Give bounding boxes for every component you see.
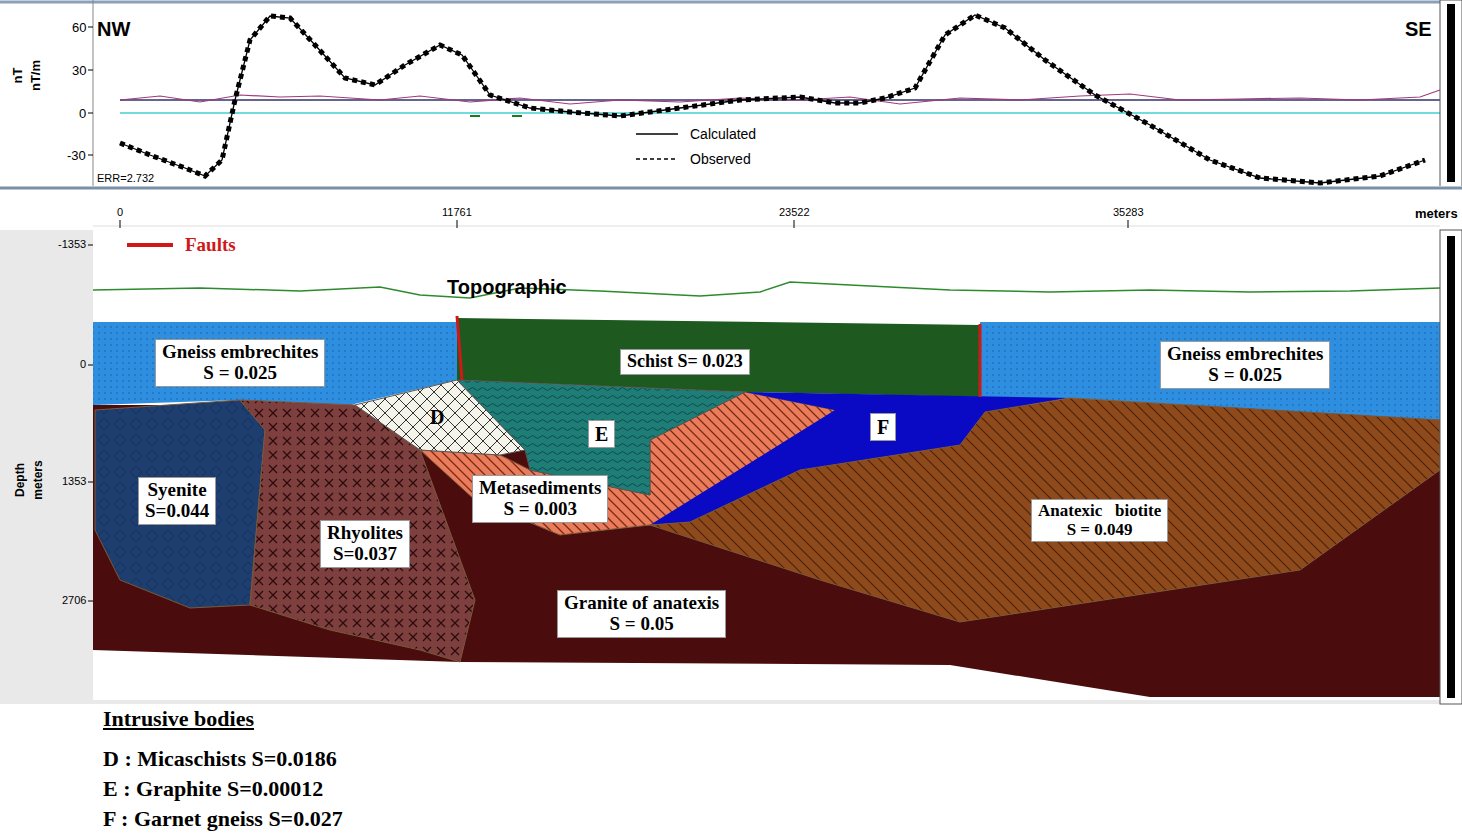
note-text: F : Garnet gneiss S=0.027	[103, 806, 343, 832]
legend-row: Faults	[127, 234, 236, 256]
axis-label: 0	[80, 358, 86, 370]
note-text: Intrusive bodies	[103, 706, 254, 732]
unit-text: Granite of anatexis	[564, 593, 719, 614]
axis-label: nT	[10, 68, 25, 84]
rock-unit-label: SyeniteS=0.044	[138, 477, 216, 525]
axis-label: 23522	[779, 206, 810, 218]
legend-text: Observed	[690, 151, 751, 167]
rock-unit-label: Granite of anatexisS = 0.05	[557, 590, 726, 638]
legend-row: Observed	[636, 151, 751, 167]
axis-label: -30	[67, 148, 86, 163]
unit-text: S = 0.05	[564, 614, 719, 635]
unit-text: S=0.044	[145, 501, 209, 522]
legend-line-sample	[636, 153, 678, 165]
legend-line-sample	[636, 128, 678, 140]
rock-unit-label: Schist S= 0.023	[620, 349, 750, 375]
axis-label: 0	[79, 106, 86, 121]
axis-label: 2706	[62, 594, 86, 606]
unit-text: S = 0.025	[162, 363, 318, 384]
legend-row: Calculated	[636, 126, 756, 142]
legend-text: Faults	[185, 234, 236, 256]
rock-unit-label: Anatexic biotiteS = 0.049	[1031, 499, 1168, 542]
unit-text: S = 0.003	[479, 499, 601, 520]
axis-label: Depth	[13, 463, 27, 497]
unit-text: Metasediments	[479, 478, 601, 499]
axis-label: 0	[117, 206, 123, 218]
axis-label: meters	[1415, 206, 1458, 221]
rock-unit-label: F	[870, 413, 896, 441]
rock-unit-label: MetasedimentsS = 0.003	[472, 475, 608, 523]
unit-text: Rhyolites	[327, 523, 403, 544]
axis-label: 35283	[1113, 206, 1144, 218]
axis-label: meters	[31, 460, 45, 499]
unit-text: Gneiss embrechites	[1167, 344, 1323, 365]
rock-unit-label: RhyolitesS=0.037	[320, 520, 410, 568]
legend-line-sample	[127, 239, 173, 251]
rock-unit-label: E	[588, 420, 615, 448]
legend-text: Calculated	[690, 126, 756, 142]
rock-unit-label: D	[430, 406, 444, 428]
unit-text: Gneiss embrechites	[162, 342, 318, 363]
note-text: Topographic	[447, 276, 567, 299]
unit-text: Schist S= 0.023	[627, 352, 743, 372]
unit-text: S = 0.025	[1167, 365, 1323, 386]
axis-label: NW	[97, 18, 130, 41]
unit-text: D	[430, 406, 444, 428]
rock-unit-label: Gneiss embrechitesS = 0.025	[155, 339, 325, 387]
unit-text: Anatexic biotite	[1038, 502, 1161, 521]
axis-label: 60	[72, 20, 86, 35]
unit-text: E	[595, 423, 608, 445]
axis-label: 11761	[442, 206, 472, 218]
rock-unit-label: Gneiss embrechitesS = 0.025	[1160, 341, 1330, 389]
note-text: E : Graphite S=0.00012	[103, 776, 323, 802]
note-text: D : Micaschists S=0.0186	[103, 746, 337, 772]
unit-text: Syenite	[145, 480, 209, 501]
axis-label: 1353	[62, 475, 86, 487]
axis-label: SE	[1405, 18, 1432, 41]
axis-label: ERR=2.732	[97, 172, 154, 184]
unit-text: S = 0.049	[1038, 521, 1161, 540]
unit-text: S=0.037	[327, 544, 403, 565]
axis-label: -1353	[58, 238, 86, 250]
axis-label: nT/m	[28, 60, 43, 91]
unit-text: F	[877, 416, 889, 438]
axis-label: 30	[72, 63, 86, 78]
